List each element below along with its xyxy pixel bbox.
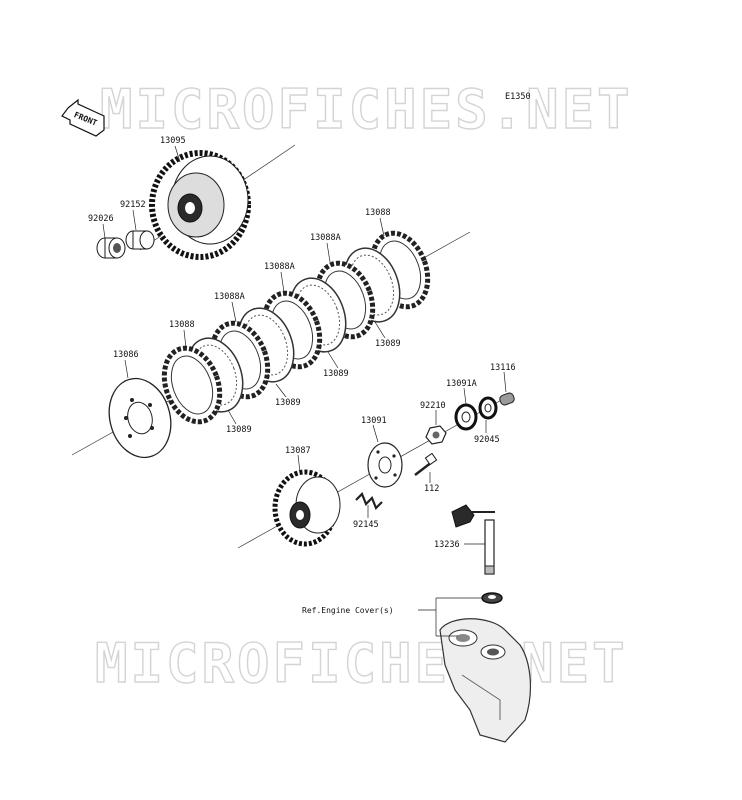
part-92026-collar	[96, 237, 126, 259]
part-oil-seal	[481, 592, 503, 604]
label-13091a: 13091A	[446, 379, 477, 389]
label-92210: 92210	[420, 401, 446, 411]
engine-cover	[439, 618, 531, 743]
diagram-code: E1350	[505, 92, 531, 102]
part-92152-bushing	[125, 230, 155, 250]
label-13087: 13087	[285, 446, 311, 456]
label-13116: 13116	[490, 363, 516, 373]
label-13088a-2: 13088A	[264, 262, 295, 272]
label-13089-1: 13089	[375, 339, 401, 349]
front-arrow-icon: FRONT	[61, 98, 105, 137]
part-13088-friction-plate-left	[161, 345, 223, 425]
part-13236-release-shaft	[451, 504, 495, 575]
label-13091: 13091	[361, 416, 387, 426]
part-13091-lifter-plate	[367, 442, 403, 488]
label-13088a-1: 13088A	[310, 233, 341, 243]
part-92145-spring	[355, 492, 383, 510]
label-13088a-3: 13088A	[214, 292, 245, 302]
label-13088-top: 13088	[365, 208, 391, 218]
watermark-bottom: MICROFICHES.NET	[95, 632, 628, 695]
label-92045: 92045	[474, 435, 500, 445]
part-112-bolt	[414, 452, 438, 476]
part-13091a-bearing	[454, 403, 478, 431]
label-92026: 92026	[88, 214, 114, 224]
label-92152: 92152	[120, 200, 146, 210]
label-13089-4: 13089	[226, 425, 252, 435]
watermark-top: MICROFICHES.NET	[100, 78, 633, 141]
part-13086-pressure-plate	[108, 377, 172, 459]
ref-engine-cover-note: Ref.Engine Cover(s)	[302, 606, 394, 615]
label-112: 112	[424, 484, 439, 494]
label-13086: 13086	[113, 350, 139, 360]
part-92045-bearing	[478, 396, 498, 420]
label-13095: 13095	[160, 136, 186, 146]
label-13236: 13236	[434, 540, 460, 550]
label-13089-2: 13089	[323, 369, 349, 379]
label-92145: 92145	[353, 520, 379, 530]
leader-lines	[102, 145, 507, 637]
part-13116-pushrod	[499, 392, 515, 406]
label-13089-3: 13089	[275, 398, 301, 408]
label-13088-left: 13088	[169, 320, 195, 330]
part-13095-clutch-housing	[149, 150, 251, 260]
part-13087-clutch-hub	[272, 469, 341, 547]
part-92210-nut	[425, 425, 447, 445]
